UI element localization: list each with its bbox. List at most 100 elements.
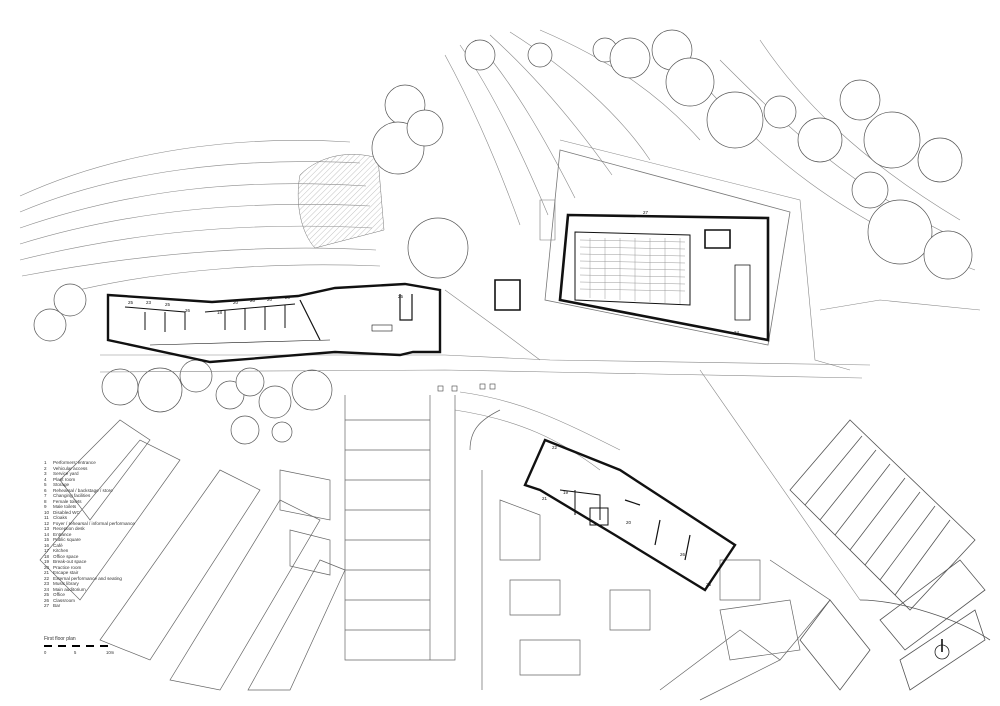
site-paths [99,139,981,601]
legend-item-number: 6 [44,487,47,493]
legend-item-number: 19 [44,559,50,564]
legend-item: 9 Male toilets [44,504,204,510]
legend-item-number: 16 [44,542,50,548]
hatched-terrace [297,154,385,249]
legend-item-number: 21 [44,570,50,575]
legend-item-number: 13 [44,526,50,531]
room-tag-music-library: 23 [146,300,152,305]
legend-item-number: 8 [44,498,47,504]
room-tag-practice-b: 20 [250,298,256,303]
building-south [523,438,737,592]
legend-item-number: 10 [44,509,50,515]
legend-item-number: 15 [44,537,50,542]
legend-item-label: Storage [53,482,70,487]
legend-item: 4 Plant room [44,477,204,483]
legend-item-number: 23 [44,581,50,586]
contour-lines [19,29,976,293]
room-tag-classroom-a: 26 [185,308,191,313]
legend-item-number: 11 [44,515,49,520]
bollards [437,383,496,392]
legend-item-label: Disabled WC [53,509,80,515]
terrace-housing-right [789,419,991,691]
scale-label-5: 5 [74,650,77,655]
room-tag-office-b: 25 [165,302,171,307]
legend-item-label: Changing facilities [53,493,91,498]
legend-item-label: Music library [53,581,79,586]
legend-item-number: 26 [44,597,50,603]
room-tag-tag-20: 20 [626,520,632,525]
legend-item-number: 22 [44,575,50,581]
legend-item-label: Male toilets [53,504,77,509]
room-tag-tag-18: 18 [217,310,223,315]
legend-item-number: 25 [44,592,50,597]
legend-item-label: Bar [53,603,61,608]
room-tag-tag-19: 19 [563,490,569,495]
room-tag-bar: 27 [643,210,649,215]
legend-item-label: Office [53,592,65,597]
legend-item-label: Performers' entrance [53,460,96,465]
building-west-wing [106,282,442,364]
tree-canopies [33,29,973,445]
room-tag-practice-c: 20 [267,297,273,302]
legend-item-label: External performance and seating [53,575,122,581]
legend-item-number: 12 [44,520,50,526]
legend-item-label: Foyer / rehearsal / informal performance [53,520,135,526]
legend-item-number: 9 [44,504,47,509]
room-tag-practice-a: 20 [233,300,239,305]
legend-item-label: Break-out space [53,559,87,564]
auditorium-seating [579,238,686,304]
legend-item-label: Practice room [53,564,82,570]
legend-item: 1 Performers' entrance [44,460,204,466]
scale-bar [44,645,108,647]
room-tag-classroom-b: 26 [680,552,686,557]
room-tag-office-a: 25 [128,300,134,305]
legend-item-label: Classroom [53,597,75,603]
legend-item-label: Service yard [53,471,79,476]
legend-item-number: 7 [44,493,47,498]
legend-item-label: Plant room [53,476,76,482]
room-tag-tag-25b: 25 [706,582,712,587]
legend-item-label: Escape stair [53,570,79,575]
room-tag-practice-d: 20 [285,295,291,300]
legend-item-label: Rehearsal / backstage / store [53,487,113,493]
scale-labels: 0 5 10m [44,650,124,657]
legend-item-label: Female toilets [53,498,82,504]
legend-item-label: Café [53,542,63,548]
room-tag-tag-21: 21 [542,496,548,501]
legend-item-number: 17 [44,548,50,553]
legend-item-number: 14 [44,531,50,537]
legend-item-label: Main auditorium [53,586,86,592]
legend-item-number: 2 [44,465,47,471]
legend-item-label: Office space [53,553,79,559]
legend-item: 5 Storage [44,482,204,488]
room-tag-auditorium: 24 [734,330,740,335]
legend-item-number: 3 [44,471,47,476]
legend-item-number: 27 [44,603,50,608]
legend-item-number: 1 [44,460,47,465]
legend-item: 8 Female toilets [44,499,204,505]
legend-item: 6 Rehearsal / backstage / store [44,488,204,494]
legend-item-number: 4 [44,476,47,482]
legend-item-number: 5 [44,482,47,487]
legend-item-label: Kitchen [53,548,69,553]
legend-item-label: Reception desk [53,526,85,531]
legend-item-number: 18 [44,553,50,559]
legend-item-label: Public square [53,537,81,542]
scale-label-10m: 10m [106,650,115,655]
